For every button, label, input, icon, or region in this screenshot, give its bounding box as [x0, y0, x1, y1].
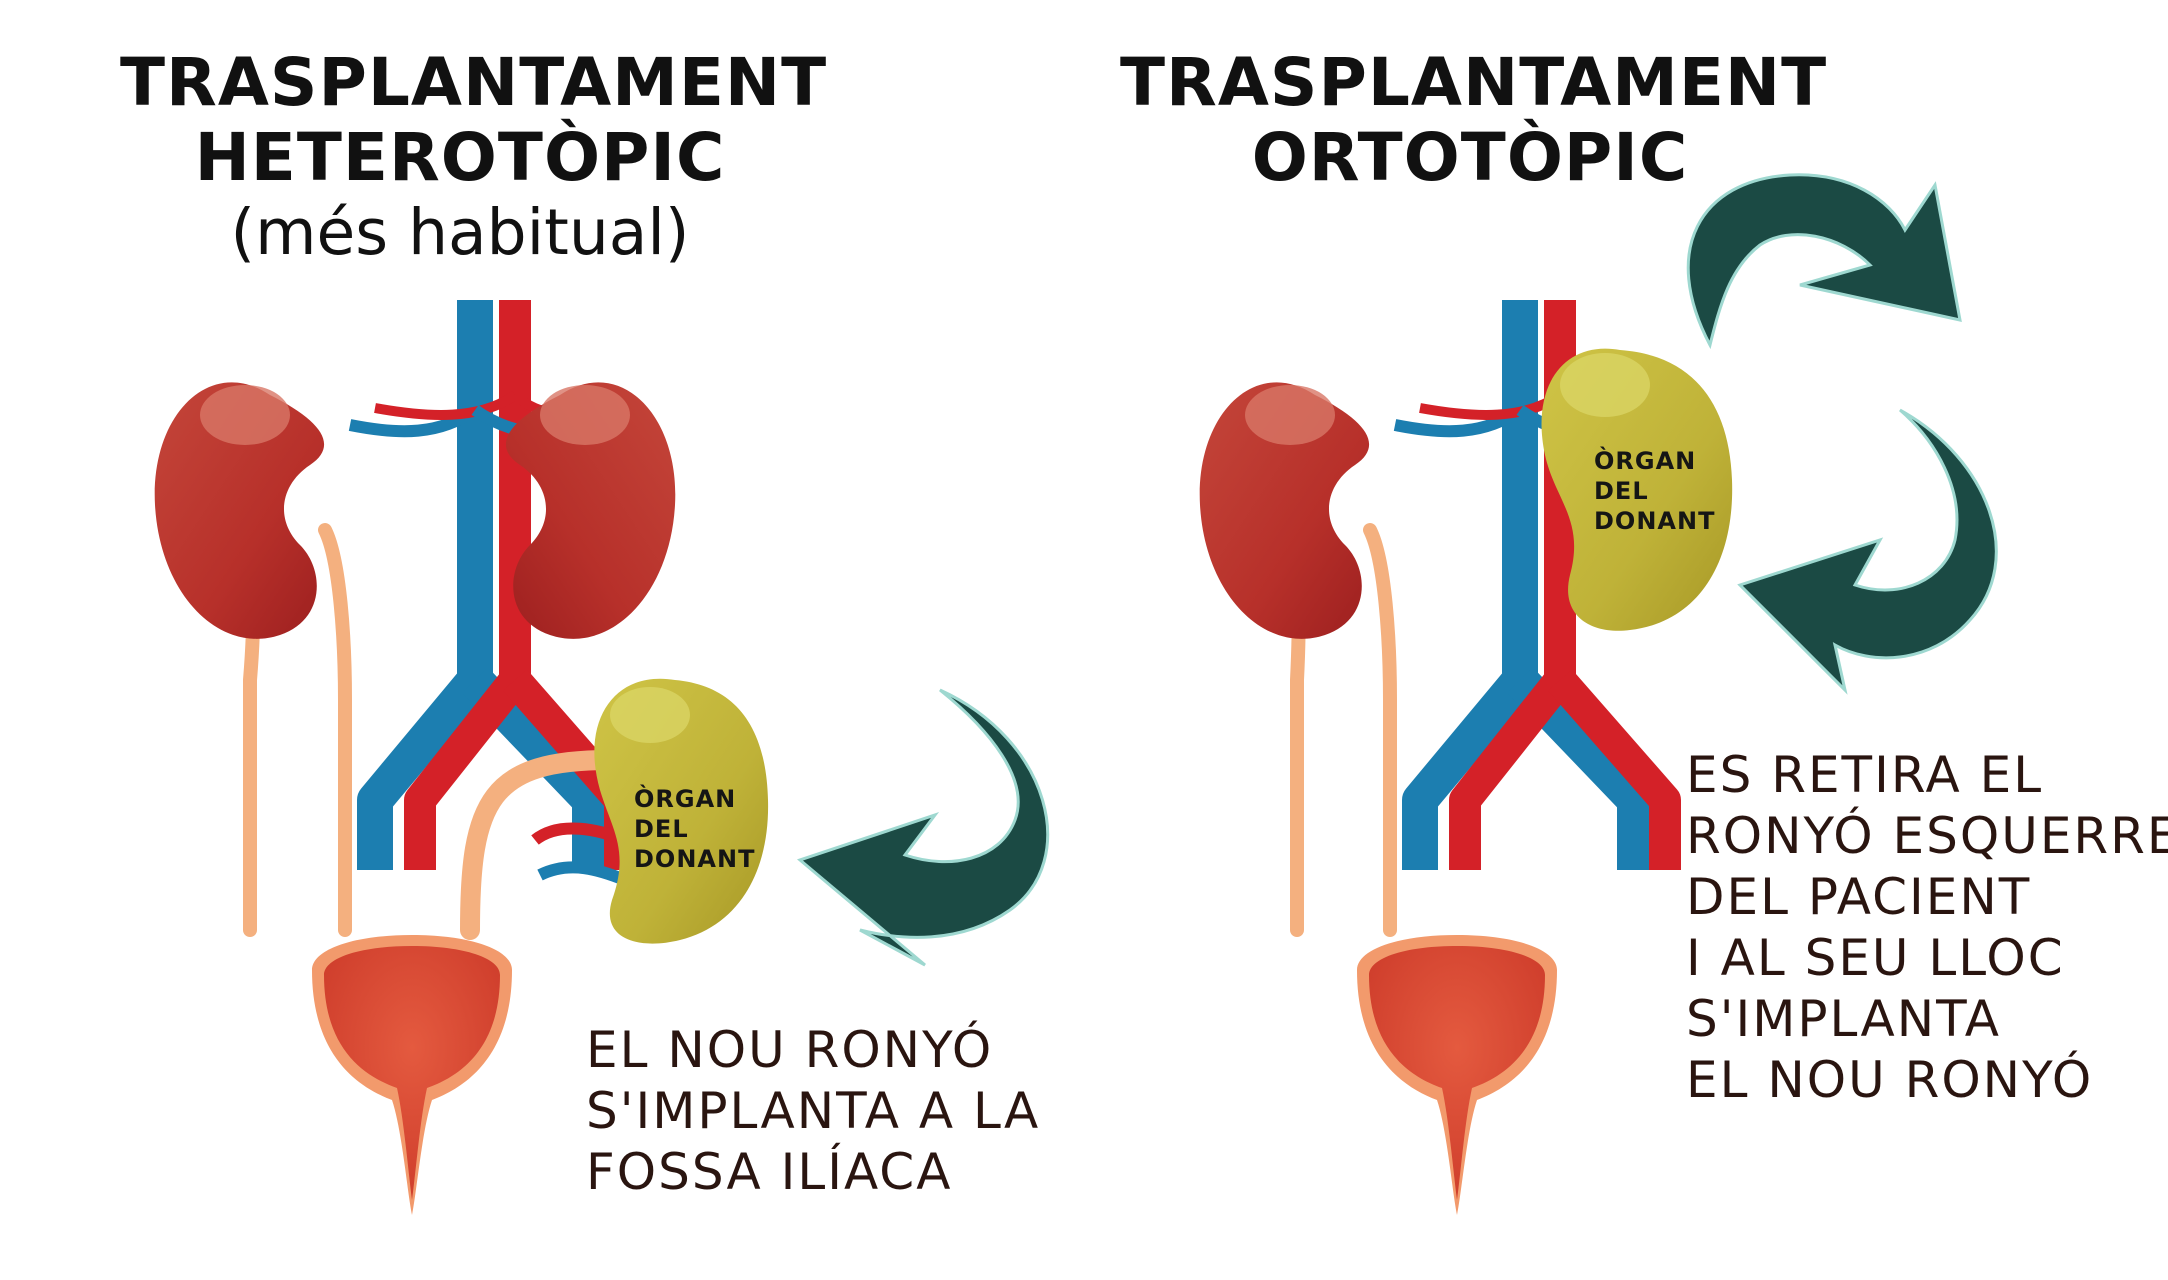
bladder	[1357, 935, 1557, 1215]
left-kidney	[1200, 382, 1369, 638]
orthotopic-title-line1: TRASPLANTAMENT	[1120, 45, 1820, 120]
heterotopic-title: TRASPLANTAMENT HETEROTÒPIC (més habitual…	[120, 45, 800, 269]
orthotopic-caption: ES RETIRA EL RONYÓ ESQUERRE DEL PACIENT …	[1686, 745, 2168, 1111]
heterotopic-donor-label: ÒRGAN DEL DONANT	[634, 784, 755, 874]
bladder	[312, 935, 512, 1215]
heterotopic-caption: EL NOU RONYÓ S'IMPLANTA A LA FOSSA ILÍAC…	[586, 1020, 1040, 1203]
orthotopic-donor-label: ÒRGAN DEL DONANT	[1594, 446, 1715, 536]
heterotopic-subtitle: (més habitual)	[120, 197, 800, 269]
curved-arrow-top-icon	[1688, 175, 1960, 345]
left-kidney	[155, 382, 324, 638]
curved-arrow-icon	[800, 690, 1048, 965]
heterotopic-title-line2: HETEROTÒPIC	[120, 120, 800, 195]
orthotopic-title: TRASPLANTAMENT ORTOTÒPIC	[1120, 45, 1820, 195]
heterotopic-title-line1: TRASPLANTAMENT	[120, 45, 800, 120]
curved-arrow-bottom-icon	[1740, 410, 1996, 690]
right-kidney	[506, 382, 675, 638]
orthotopic-title-line2: ORTOTÒPIC	[1120, 120, 1820, 195]
